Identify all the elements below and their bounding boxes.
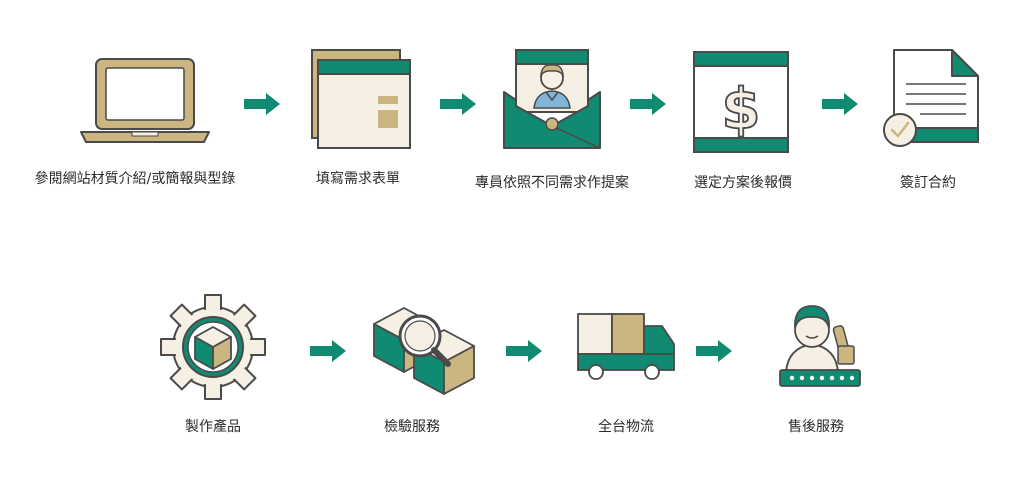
arrow-right-icon [822,93,858,115]
arrow-right-icon [696,340,732,362]
form-window-icon [311,49,411,149]
step-2-label: 填寫需求表單 [316,171,400,187]
delivery-truck-icon [577,313,675,380]
step-8-label: 全台物流 [598,419,654,435]
svg-text:$: $ [722,77,761,142]
step-3-label: 專員依照不同需求作提案 [475,175,629,191]
specialist-envelope-icon [503,49,601,149]
arrow-right-icon [244,93,280,115]
step-4-label: 選定方案後報價 [694,175,792,191]
arrow-right-icon [506,340,542,362]
arrow-right-icon [440,93,476,115]
arrow-right-icon [310,340,346,362]
step-6-label: 製作產品 [185,419,241,435]
laptop-icon [80,58,210,143]
arrow-right-icon [630,93,666,115]
step-9-label: 售後服務 [788,419,844,435]
step-5-label: 簽訂合約 [900,175,956,191]
contract-document-icon [883,49,979,147]
inspection-magnifier-icon [373,307,475,395]
support-agent-icon [779,305,861,387]
dollar-quote-icon: $ [693,51,789,153]
gear-box-icon [160,294,266,400]
step-1-label: 參閱網站材質介紹/或簡報與型錄 [34,171,236,187]
step-7-label: 檢驗服務 [384,419,440,435]
